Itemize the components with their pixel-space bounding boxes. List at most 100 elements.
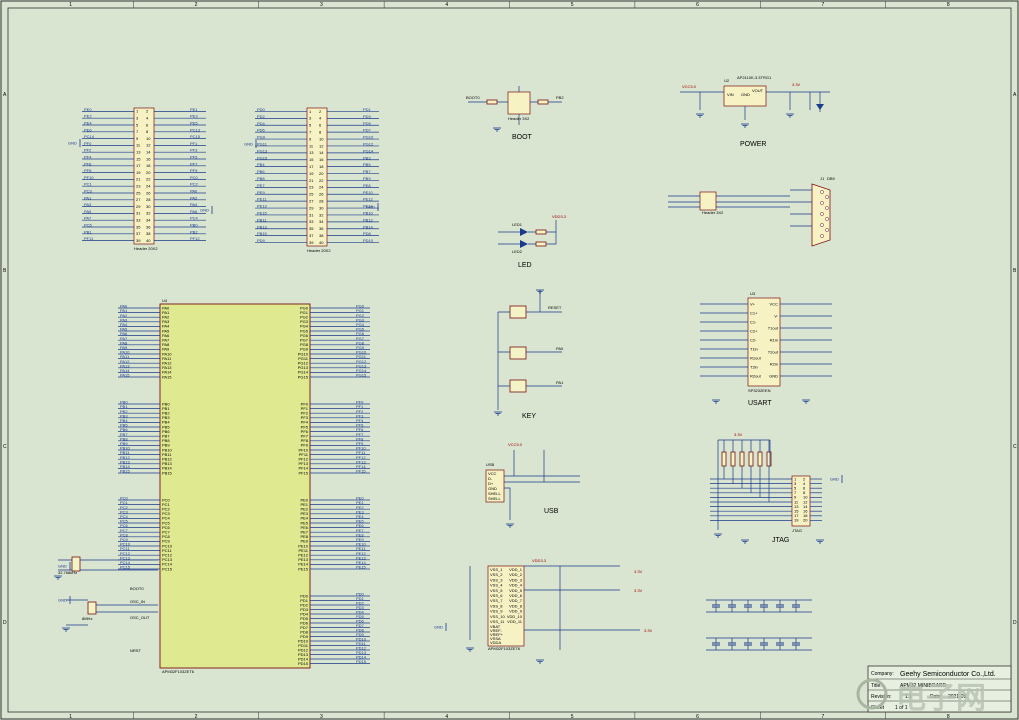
header-pin-number: 13 <box>136 150 141 155</box>
header-net-label: PF0 <box>84 141 92 146</box>
mcu-pin-name: PC2 <box>162 507 171 512</box>
jtag-pin-number: 1 <box>794 476 797 481</box>
mcu-pin-name: PB5 <box>162 424 170 429</box>
key-title: KEY <box>522 413 536 420</box>
led2-resistor <box>535 241 547 247</box>
header-pin-number: 20 <box>319 171 324 176</box>
jtag-pin-number: 17 <box>794 513 799 518</box>
mcu-pin-name: PF5 <box>301 424 309 429</box>
header-net-label: PG15 <box>257 155 268 160</box>
mcu-net-label: PF7 <box>356 432 364 437</box>
mcu-net-label: PF5 <box>356 423 364 428</box>
header-net-label: PE12 <box>363 197 374 202</box>
mcu-pin-name: PC9 <box>162 539 171 544</box>
mcu-pin-name: PF7 <box>301 434 309 439</box>
jtag-pin-number: 14 <box>803 504 808 509</box>
date-label: Date: <box>930 694 942 700</box>
usart-ic-ref: U3 <box>750 291 756 296</box>
mcu-power-vdd: VDD3.3 <box>532 558 547 563</box>
mcu-net-label: PG4 <box>356 322 365 327</box>
header-pin-number: 12 <box>146 143 151 148</box>
nrst-net-label: NRST <box>130 648 141 653</box>
header-pin-number: 28 <box>146 197 151 202</box>
mcu-power-pin: VDD_8 <box>509 603 523 608</box>
led-vdd: VDD3.3 <box>552 214 567 219</box>
power-block: U2 AP2110K-3.3TRG1 VIN GND VOUT VCC5.0 3… <box>680 75 830 148</box>
mcu-pin-name: PD12 <box>298 647 309 652</box>
header-pin-number: 40 <box>146 238 151 243</box>
jtag-pin-number: 6 <box>803 486 806 491</box>
header-net-label: PA6 <box>190 209 198 214</box>
usart-pin-right: VCC <box>770 301 779 306</box>
usart-pin-left: T1in <box>750 346 758 351</box>
header-left-body <box>133 107 155 245</box>
mcu-power-pin: VSS_6 <box>490 593 503 598</box>
mcu-pin-name: PA10 <box>162 351 172 356</box>
jtag-33: 3.3V <box>734 432 743 437</box>
mcu-net-label: PC15 <box>120 565 131 570</box>
mcu-pin-name: PE0 <box>300 497 308 502</box>
header-net-label: PE2 <box>84 114 92 119</box>
header-pin-number: 14 <box>319 150 324 155</box>
mcu-net-label: PB5 <box>120 423 128 428</box>
border-row-right: C <box>1013 444 1017 450</box>
mcu-net-label: PB13 <box>120 459 131 464</box>
mcu-pin-name: PA3 <box>162 319 170 324</box>
mcu-pin-name: PF6 <box>301 429 309 434</box>
mcu-net-label: PG1 <box>356 308 365 313</box>
crystal-32k-label: 32.768kHz <box>58 570 77 575</box>
header-pin-number: 33 <box>136 218 141 223</box>
header-pin-number: 29 <box>136 204 141 209</box>
mcu-net-label: PD5 <box>356 614 365 619</box>
mcu-pin-name: PF0 <box>301 401 309 406</box>
mcu-power-pin: VDD_3 <box>509 577 523 582</box>
mcu-pin-name: PF1 <box>301 406 309 411</box>
jtag-pullup-resistor <box>721 451 727 467</box>
border-row-left: D <box>3 620 7 626</box>
db9-pin <box>825 217 829 221</box>
header-pin-number: 5 <box>309 123 312 128</box>
header-pin-number: 11 <box>136 143 141 148</box>
mcu-net-label: PF3 <box>356 413 364 418</box>
boot-header-label: Header 3X2 <box>508 116 530 121</box>
company-value: Geehy Semiconductor Co.,Ltd. <box>900 671 996 678</box>
header-net-label: PD1 <box>363 107 372 112</box>
header-net-label: PF7 <box>190 161 198 166</box>
mcu-pin-name: PG8 <box>300 342 309 347</box>
mcu-net-label: PG15 <box>356 373 367 378</box>
usart-pin-right: V- <box>774 313 778 318</box>
header-pin-number: 32 <box>146 211 151 216</box>
mcu-ref: U4 <box>162 298 168 303</box>
header-net-label: PB8 <box>257 176 265 181</box>
mcu-net-label: PG8 <box>356 340 365 345</box>
mcu-net-label: PB9 <box>120 441 128 446</box>
mcu-net-label: PD9 <box>356 632 365 637</box>
mcu-net-label: PG6 <box>356 331 365 336</box>
mcu-power-misc-pin: VSSA <box>490 636 501 641</box>
title-value: APM32 MINIBOARD <box>900 683 947 689</box>
mcu-block: U4 APM32F103ZET6 PA0PA0PA1PA1PA2PA2PA3PA… <box>118 298 370 674</box>
header-pin-number: 27 <box>136 197 141 202</box>
mcu-pin-name: PG12 <box>298 361 309 366</box>
usart-pin-left: R1out <box>750 355 762 360</box>
mcu-pin-name: PA5 <box>162 328 170 333</box>
mcu-net-label: PD7 <box>356 623 365 628</box>
mcu-net-label: PA9 <box>120 345 128 350</box>
header-pin-number: 12 <box>319 143 324 148</box>
mcu-net-label: PD0 <box>356 592 365 597</box>
crystal-8m <box>87 601 97 615</box>
mcu-net-label: PC0 <box>120 496 129 501</box>
key-reset-switch <box>509 305 527 319</box>
jtag-pullup-resistor <box>766 451 772 467</box>
mcu-pin-name: PA8 <box>162 342 170 347</box>
db9-pin <box>825 195 829 199</box>
header-net-label: PD9 <box>257 238 266 243</box>
mcu-net-label: PA5 <box>120 327 128 332</box>
mcu-net-label: PA0 <box>120 304 128 309</box>
mcu-net-label: PC13 <box>120 555 131 560</box>
mcu-pin-name: PE12 <box>298 553 309 558</box>
mcu-net-label: PG2 <box>356 313 365 318</box>
mcu-net-label: PC9 <box>120 537 129 542</box>
mcu-net-label: PA12 <box>120 359 130 364</box>
